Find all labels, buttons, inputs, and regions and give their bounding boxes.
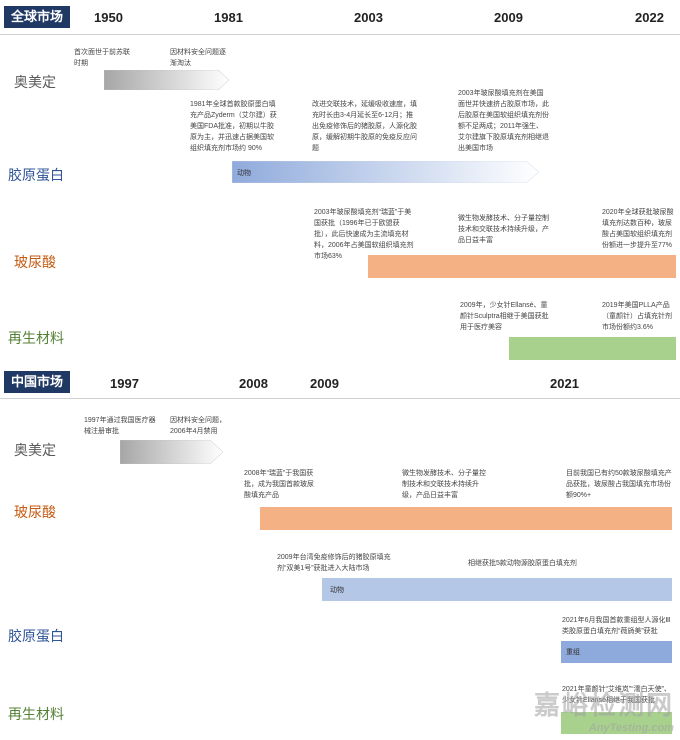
china-cat-hyaluronic: 玻尿酸 — [14, 504, 56, 520]
global-collagen-animal-label: 动物 — [237, 170, 251, 177]
global-year-1950: 1950 — [94, 10, 123, 25]
china-ha-note-2: 微生物发酵技术、分子量控制技术和交联技术持续升级，产品日益丰富 — [402, 470, 486, 499]
global-year-2009: 2009 — [494, 10, 523, 25]
china-collagen-recombinant-label: 重组 — [566, 649, 580, 656]
global-collagen-note-3: 2003年玻尿酸填充剂在美国面世并快速挤占胶原市场，此后胶原在美国软组织填充剂份… — [458, 90, 549, 152]
china-market-badge: 中国市场 — [4, 371, 70, 393]
china-botox-arrow — [120, 440, 224, 464]
global-ha-note-2: 微生物发酵技术、分子量控制技术和交联技术持续升级，产品日益丰富 — [458, 215, 549, 244]
global-year-2003: 2003 — [354, 10, 383, 25]
global-collagen-arrow — [232, 161, 540, 183]
china-botox-note-1: 1997年通过我国医疗器械注册审批 — [84, 417, 156, 435]
china-collagen-note-2: 相继获批5款动物源胶原蛋白填充剂 — [468, 560, 577, 567]
watermark-text: 嘉峪检测网 — [533, 690, 674, 720]
global-year-2022: 2022 — [635, 10, 664, 25]
watermark: 嘉峪检测网 AnyTesting.com — [534, 685, 674, 734]
global-botox-note-2: 因材料安全问题逐渐淘汰 — [170, 49, 226, 67]
china-cat-botox: 奥美定 — [14, 442, 56, 458]
global-regen-note-1: 2009年，少女针Ellansé、童颜针Sculptra相继于美国获批用于医疗美… — [460, 302, 549, 331]
global-ha-note-1: 2003年玻尿酸填充剂“瑞蓝”于美国获批（1996年已于欧盟获批），此后快速成为… — [314, 209, 414, 260]
china-collagen-animal-label: 动物 — [330, 587, 344, 594]
china-year-2021: 2021 — [550, 376, 579, 391]
china-cat-regen: 再生材料 — [8, 706, 64, 722]
global-header-divider — [0, 34, 680, 35]
china-botox-note-2: 因材料安全问题，2006年4月禁用 — [170, 417, 226, 435]
global-cat-hyaluronic: 玻尿酸 — [14, 254, 56, 270]
global-regen-bar — [509, 337, 676, 360]
china-header-divider — [0, 398, 680, 399]
global-hyaluronic-bar — [368, 255, 676, 278]
china-year-1997: 1997 — [110, 376, 139, 391]
global-botox-arrow — [104, 70, 230, 90]
china-collagen-animal-bar — [322, 578, 672, 601]
global-collagen-note-1: 1981年全球首款胶原蛋白填充产品Zyderm（艾尔建）获美国FDA批准，初期以… — [190, 101, 277, 152]
china-year-2008: 2008 — [239, 376, 268, 391]
global-botox-note-1: 首次面世于前苏联时期 — [74, 49, 130, 67]
china-regen-note-1: 2021年童颜针“艾维岚”“濡白天使”、少女针Ellansé相继于我国获批 — [562, 686, 671, 704]
watermark-url: AnyTesting.com — [588, 722, 674, 734]
china-hyaluronic-bar — [260, 507, 672, 530]
global-collagen-note-2: 改进交联技术，延缓吸收速度，填充时长由3-4月延长至6-12月；推出免疫修饰后的… — [312, 101, 417, 152]
china-collagen-note-3: 2021年6月我国首款重组型人源化Ⅲ类胶原蛋白填充剂“薇旖美”获批 — [562, 617, 671, 635]
china-year-2009: 2009 — [310, 376, 339, 391]
global-year-1981: 1981 — [214, 10, 243, 25]
global-market-badge: 全球市场 — [4, 6, 70, 28]
china-cat-collagen: 胶原蛋白 — [8, 628, 64, 644]
china-collagen-note-1: 2009年台湾免疫修饰后的猪胶原填充剂“双美1号”获批进入大陆市场 — [277, 554, 391, 572]
global-cat-botox: 奥美定 — [14, 74, 56, 90]
china-collagen-recombinant-bar — [561, 641, 672, 663]
china-ha-note-3: 目前我国已有约50款玻尿酸填充产品获批，玻尿酸占我国填充市场份额90%+ — [566, 470, 672, 499]
china-ha-note-1: 2008年“瑞蓝”于我国获批，成为我国首款玻尿酸填充产品 — [244, 470, 314, 499]
global-ha-note-3: 2020年全球获批玻尿酸填充剂达数百种，玻尿酸占美国软组织填充剂份额进一步提升至… — [602, 209, 674, 249]
global-cat-regen: 再生材料 — [8, 330, 64, 346]
global-regen-note-2: 2019年美国PLLA产品（童颜针）占填充针剂市场份额约3.6% — [602, 302, 672, 331]
global-cat-collagen: 胶原蛋白 — [8, 167, 64, 183]
china-regen-bar — [561, 712, 672, 734]
